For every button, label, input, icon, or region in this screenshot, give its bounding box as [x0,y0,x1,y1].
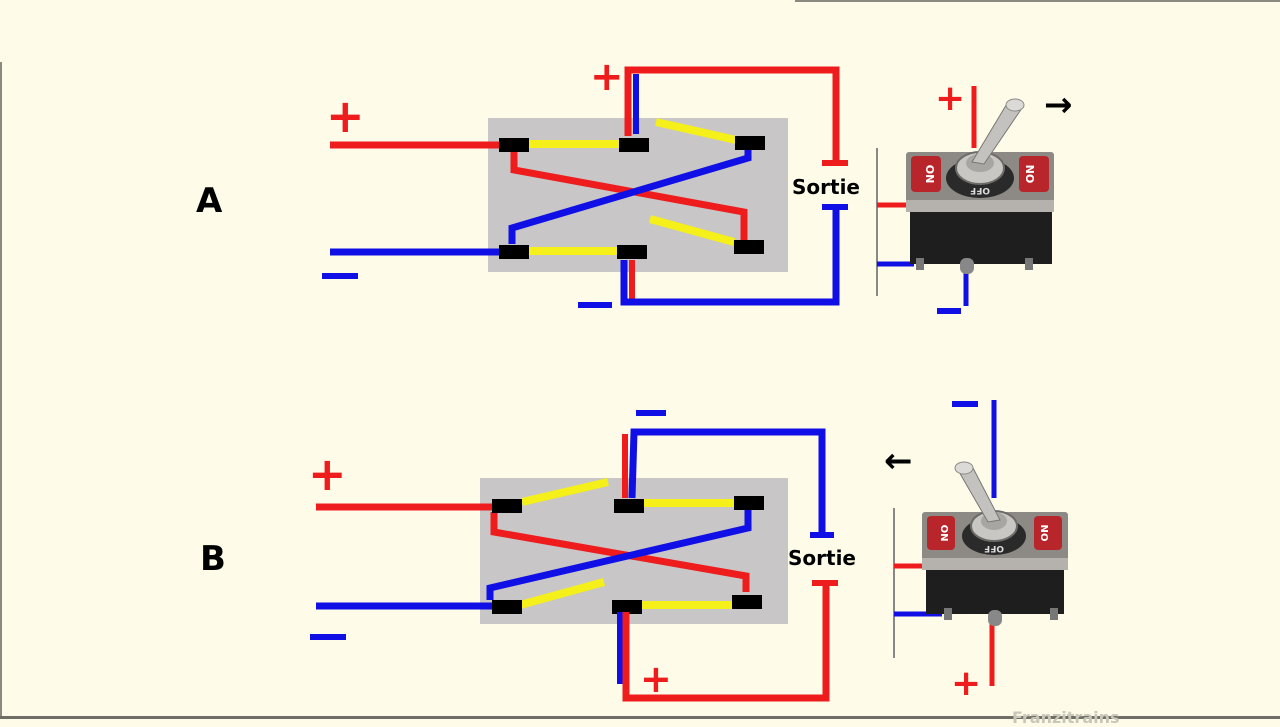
panel-a-switch-pin [960,258,974,274]
panel-a-terminal [617,245,647,259]
panel-a-contact-top-open [655,118,737,144]
panel-b-switch-lever-tip [954,461,974,475]
panel-b-switch-plus-sign: + [951,663,981,704]
panel-a-terminal [734,240,764,254]
panel-a-terminal [735,136,765,150]
panel-a-cross-wire-blue [508,146,752,244]
panel-b-terminal [492,600,522,614]
panel-b-bottom-sign: + [640,657,672,701]
frame-left-border [0,62,2,718]
panel-b-switch-pin [944,608,952,620]
panel-b-cross-wire-red [490,512,750,592]
panel-a-on-right-text: ON [1024,165,1037,184]
panel-a-bottom-sign [578,302,612,308]
panel-a-input-plus-sign: + [326,89,365,143]
panel-a-switch-plate-edge [906,200,1054,212]
panel-a-switch-plus-sign: + [935,78,965,119]
panel-b-output-negative-cap [810,532,834,538]
panel-a-terminal [499,245,529,259]
panel-a-on-badge-left [911,156,941,192]
panel-b-terminal [612,600,642,614]
panel-b-cross-wire-blue [486,508,752,600]
panel-a-on-left-text: ON [923,165,936,184]
panel-b-on-left-text: ON [938,525,949,542]
panel-a-contact-bottom-open [648,215,736,246]
panel-a-output-positive-wire [624,66,840,162]
panel-b-output-label: Sortie [788,546,856,570]
panel-a-terminal [619,138,649,152]
panel-b-terminal [492,499,522,513]
panel-b-terminal [734,496,764,510]
panel-b-output-positive-cap [812,580,838,586]
panel-b-on-badge-right [1034,516,1062,550]
panel-a-switch-pin [916,258,924,270]
panel-a-output-negative-cap [822,204,848,210]
panel-a-label: A [196,181,223,221]
panel-b-terminal [732,595,762,609]
panel-b-input-minus-sign [310,634,346,640]
panel-a-switch-pin [1025,258,1033,270]
panel-a-switch-lever-tip [1005,98,1025,112]
panel-a-toggle-switch: + ON ON OFF [876,78,1054,314]
panel-b-contact-bottom-open [518,578,606,609]
panel-a: A + + Sortie [196,54,1073,314]
panel-b-switch-pin [1050,608,1058,620]
panel-b: B + + Sortie [200,400,1068,704]
watermark: Franzitrains [1012,708,1120,727]
panel-b-terminal [614,499,644,513]
panel-b-switch-plate-edge [922,558,1068,570]
panel-b-top-sign [636,410,666,416]
panel-b-on-right-text: ON [1040,525,1051,542]
panel-b-contact-top-open [521,478,609,506]
panel-a-on-badge-right [1019,156,1049,192]
panel-a-output-positive-cap [822,160,848,166]
panel-b-output-positive-wire [622,584,830,702]
panel-a-output-label: Sortie [792,175,860,199]
panel-b-switch-minus-sign [952,401,978,407]
panel-b-input-plus-sign: + [308,447,347,501]
panel-b-on-badge-left [927,516,955,550]
panel-b-label: B [200,539,226,579]
panel-b-toggle-switch: + ON ON OFF [893,400,1068,704]
panel-a-switch-minus-sign [937,308,961,314]
frame-top-border [795,0,1280,2]
panel-b-switch-pin [988,610,1002,626]
panel-b-direction-arrow: ← [884,441,913,481]
panel-a-off-text: OFF [970,185,990,195]
frame-bottom-border [0,716,1280,719]
panel-a-input-minus-sign [322,273,358,279]
panel-b-output-negative-wire [628,428,826,532]
panel-a-switch-base [910,210,1052,264]
panel-a-terminal [499,138,529,152]
panel-a-direction-arrow: → [1044,85,1073,125]
panel-a-output-negative-wire [620,206,840,306]
panel-a-top-sign: + [590,54,624,100]
panel-b-off-text: OFF [984,543,1004,553]
